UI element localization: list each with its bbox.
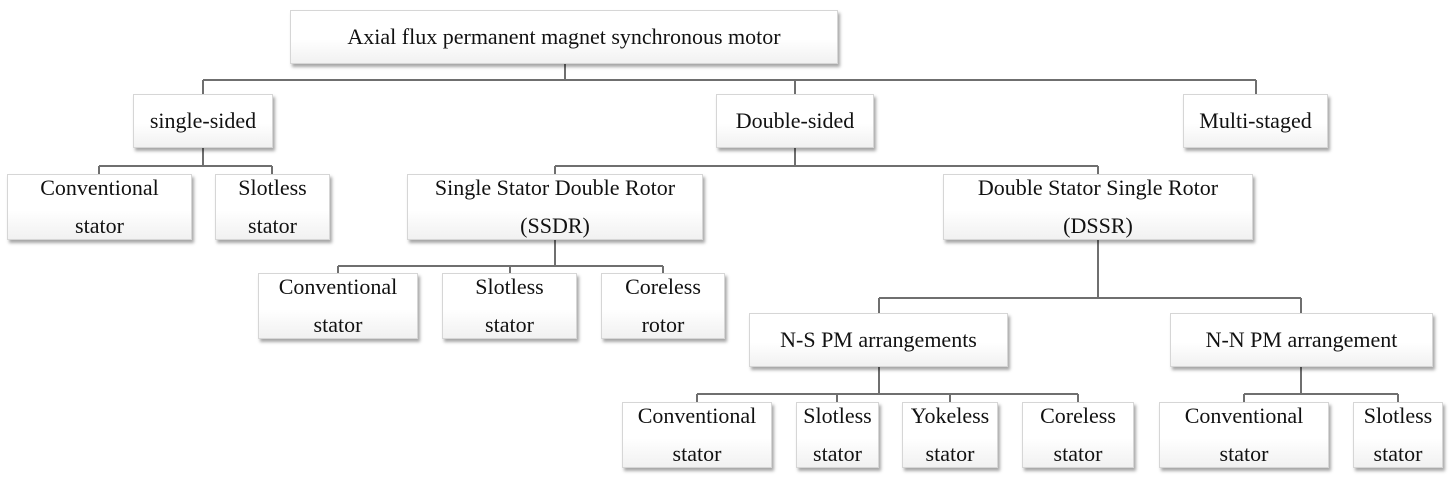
node-label: single-sided — [149, 108, 257, 133]
node-label: N-N PM arrangement — [1205, 327, 1398, 352]
node-ns-conventional-stator: Conventional stator — [622, 402, 772, 468]
node-label-line2: stator — [313, 312, 363, 337]
node-nn-pm-arrangement: N-N PM arrangement — [1170, 313, 1433, 367]
node-label-line1: Conventional — [1184, 403, 1304, 428]
node-label-line2: (SSDR) — [520, 213, 590, 238]
node-axial-flux-pmsm: Axial flux permanent magnet synchronous … — [290, 10, 838, 64]
node-label: Double-sided — [735, 108, 855, 133]
node-label-line2: (DSSR) — [1063, 213, 1133, 238]
node-ssdr-slotless-stator: Slotless stator — [442, 273, 577, 339]
node-ssdr: Single Stator Double Rotor (SSDR) — [407, 174, 703, 240]
node-label-line1: Single Stator Double Rotor — [434, 175, 676, 200]
node-label-line1: Slotless — [1363, 403, 1433, 428]
node-label-line1: Double Stator Single Rotor — [977, 175, 1219, 200]
node-label-line1: Yokeless — [910, 403, 990, 428]
node-label: Axial flux permanent magnet synchronous … — [347, 24, 781, 49]
node-label-line1: Conventional — [637, 403, 757, 428]
node-nn-slotless-stator: Slotless stator — [1353, 402, 1443, 468]
node-label-line2: stator — [1373, 441, 1423, 466]
node-label-line1: Conventional — [278, 274, 398, 299]
node-label-line2: stator — [1219, 441, 1269, 466]
node-single-sided-slotless-stator: Slotless stator — [215, 174, 330, 240]
node-single-sided: single-sided — [133, 94, 273, 148]
node-label-line1: Coreless — [625, 274, 701, 299]
node-label-line2: stator — [1053, 441, 1103, 466]
node-label-line1: Coreless — [1040, 403, 1116, 428]
node-ns-coreless-stator: Coreless stator — [1022, 402, 1134, 468]
node-label: Multi-staged — [1199, 108, 1312, 133]
node-label-line1: Slotless — [238, 175, 307, 200]
node-label-line1: Conventional — [40, 175, 159, 200]
node-ns-pm-arrangements: N-S PM arrangements — [749, 313, 1008, 367]
node-single-sided-conventional-stator: Conventional stator — [7, 174, 192, 240]
node-label-line1: Slotless — [475, 274, 544, 299]
node-label-line2: stator — [813, 441, 862, 466]
node-label-line2: stator — [925, 441, 975, 466]
node-label-line2: stator — [672, 441, 722, 466]
node-dssr: Double Stator Single Rotor (DSSR) — [943, 174, 1253, 240]
node-ns-slotless-stator: Slotless stator — [796, 402, 879, 468]
node-ns-yokeless-stator: Yokeless stator — [902, 402, 998, 468]
node-multi-staged: Multi-staged — [1183, 94, 1328, 148]
node-double-sided: Double-sided — [716, 94, 874, 148]
node-ssdr-conventional-stator: Conventional stator — [258, 273, 418, 339]
node-label-line1: Slotless — [803, 403, 872, 428]
node-label-line2: rotor — [641, 312, 685, 337]
node-label-line2: stator — [75, 213, 124, 238]
node-ssdr-coreless-rotor: Coreless rotor — [601, 273, 725, 339]
node-label-line2: stator — [485, 312, 534, 337]
node-label-line2: stator — [248, 213, 297, 238]
node-label: N-S PM arrangements — [780, 327, 977, 352]
node-nn-conventional-stator: Conventional stator — [1159, 402, 1329, 468]
